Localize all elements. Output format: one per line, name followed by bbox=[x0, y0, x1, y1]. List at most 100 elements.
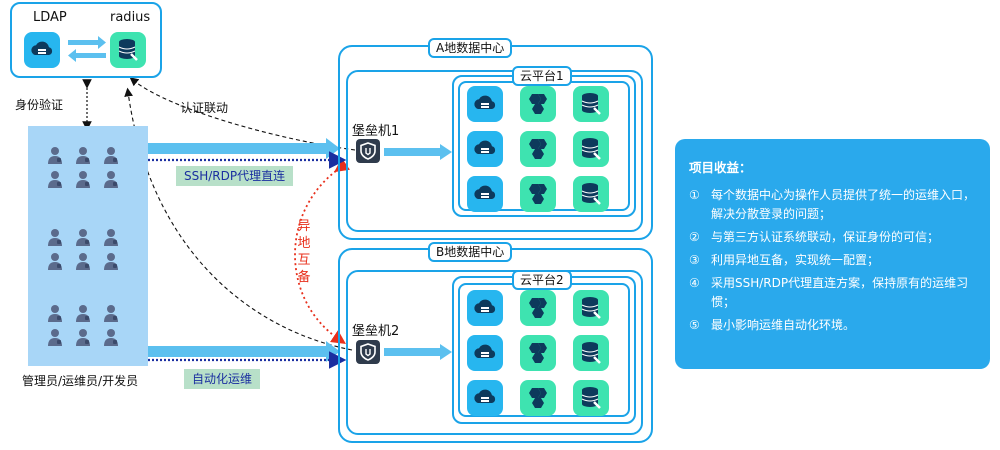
person-icon bbox=[76, 252, 90, 270]
database-tile bbox=[573, 131, 609, 167]
cluster-icon bbox=[529, 343, 547, 363]
benefit-text: 最小影响运维自动化环境。 bbox=[711, 318, 856, 332]
person-icon bbox=[48, 170, 62, 188]
cloud-server-icon bbox=[474, 389, 496, 403]
benefit-item: ⑤ 最小影响运维自动化环境。 bbox=[689, 316, 978, 335]
benefit-text: 与第三方认证系统联动，保证身份的可信； bbox=[711, 230, 940, 244]
datacenter-b-inner bbox=[346, 270, 643, 435]
cloud-server-tile bbox=[467, 380, 503, 416]
users-label: 管理员/运维员/开发员 bbox=[22, 374, 139, 388]
benefit-text: 利用异地互备，实现统一配置； bbox=[711, 253, 880, 267]
bastion-2-node bbox=[356, 340, 380, 364]
datacenter-a-inner bbox=[346, 70, 643, 232]
benefit-number: ④ bbox=[689, 276, 700, 290]
person-icon bbox=[48, 252, 62, 270]
database-wrench-icon bbox=[581, 387, 601, 409]
benefit-item: ② 与第三方认证系统联动，保证身份的可信； bbox=[689, 228, 978, 247]
benefit-number: ② bbox=[689, 230, 700, 244]
datacenter-b-title: B地数据中心 bbox=[428, 242, 513, 262]
radius-label: radius bbox=[110, 10, 151, 25]
benefit-number: ① bbox=[689, 188, 700, 202]
cloud-server-tile bbox=[467, 335, 503, 371]
cluster-tile bbox=[520, 290, 556, 326]
database-wrench-icon bbox=[581, 297, 601, 319]
cloud-platform-1-title: 云平台1 bbox=[512, 66, 572, 86]
auth-linkage-label: 认证联动 bbox=[180, 101, 229, 115]
cluster-icon bbox=[529, 184, 547, 204]
shield-icon bbox=[360, 343, 376, 361]
automation-label: 自动化运维 bbox=[184, 369, 261, 389]
person-icon bbox=[48, 146, 62, 164]
remote-backup-char: 异 bbox=[297, 219, 311, 234]
cloud-platform-2-title: 云平台2 bbox=[512, 270, 572, 290]
radius-server-tile bbox=[110, 32, 146, 68]
bastion-1-node bbox=[356, 139, 380, 163]
person-icon bbox=[76, 170, 90, 188]
ldap-radius-sync-arrows bbox=[68, 36, 106, 62]
person-icon bbox=[76, 328, 90, 346]
cluster-tile bbox=[520, 176, 556, 212]
auth-linkage-curve-2 bbox=[124, 87, 353, 351]
person-icon bbox=[104, 170, 118, 188]
remote-backup-curve bbox=[294, 157, 351, 345]
auth-linkage-curve-1 bbox=[129, 77, 356, 151]
bastion1-to-cloud-head bbox=[440, 144, 452, 160]
cluster-icon bbox=[529, 388, 547, 408]
cluster-tile bbox=[520, 380, 556, 416]
cloud-server-tile bbox=[467, 131, 503, 167]
cloud-server-icon bbox=[474, 299, 496, 313]
person-icon bbox=[48, 228, 62, 246]
person-icon bbox=[76, 304, 90, 322]
bastion-2-label: 堡垒机2 bbox=[352, 324, 400, 339]
benefit-number: ⑤ bbox=[689, 318, 700, 332]
cloud-server-icon bbox=[474, 95, 496, 109]
person-icon bbox=[76, 228, 90, 246]
identity-verify-label: 身份验证 bbox=[15, 98, 64, 112]
bastion2-to-cloud-head bbox=[440, 344, 452, 360]
cloud-server-icon bbox=[474, 140, 496, 154]
benefit-text: 采用SSH/RDP代理直连方案，保持原有的运维习惯； bbox=[711, 276, 969, 309]
database-tile bbox=[573, 335, 609, 371]
database-tile bbox=[573, 380, 609, 416]
ldap-server-tile bbox=[24, 32, 60, 68]
database-wrench-icon bbox=[581, 342, 601, 364]
remote-backup-char: 备 bbox=[297, 270, 311, 285]
cloud-server-tile bbox=[467, 176, 503, 212]
shield-icon bbox=[360, 142, 376, 160]
auth-server-box bbox=[10, 2, 162, 78]
cloud-server-icon bbox=[474, 344, 496, 358]
user-to-bastion2-band bbox=[148, 346, 326, 357]
database-wrench-icon bbox=[581, 138, 601, 160]
remote-backup-label: 异 地 互 备 bbox=[297, 218, 311, 286]
cluster-tile bbox=[520, 335, 556, 371]
remote-backup-char: 互 bbox=[297, 253, 311, 268]
cluster-tile bbox=[520, 131, 556, 167]
person-icon bbox=[104, 252, 118, 270]
proxy-label: SSH/RDP代理直连 bbox=[176, 166, 294, 186]
cloud-server-tile bbox=[467, 290, 503, 326]
cloud-server-icon bbox=[31, 41, 53, 55]
database-tile bbox=[573, 176, 609, 212]
person-icon bbox=[48, 328, 62, 346]
database-wrench-icon bbox=[118, 39, 138, 61]
database-wrench-icon bbox=[581, 93, 601, 115]
bastion1-to-cloud-band bbox=[384, 148, 440, 156]
person-icon bbox=[48, 304, 62, 322]
cloud-server-tile bbox=[467, 86, 503, 122]
cluster-icon bbox=[529, 298, 547, 318]
remote-backup-char: 地 bbox=[297, 236, 311, 251]
bastion2-to-cloud-band bbox=[384, 348, 440, 356]
cluster-tile bbox=[520, 86, 556, 122]
cluster-icon bbox=[529, 139, 547, 159]
datacenter-a-title: A地数据中心 bbox=[428, 38, 513, 58]
database-tile bbox=[573, 86, 609, 122]
cluster-icon bbox=[529, 94, 547, 114]
users-group bbox=[28, 126, 148, 366]
benefits-title: 项目收益： bbox=[689, 160, 752, 175]
person-icon bbox=[76, 146, 90, 164]
person-icon bbox=[104, 228, 118, 246]
